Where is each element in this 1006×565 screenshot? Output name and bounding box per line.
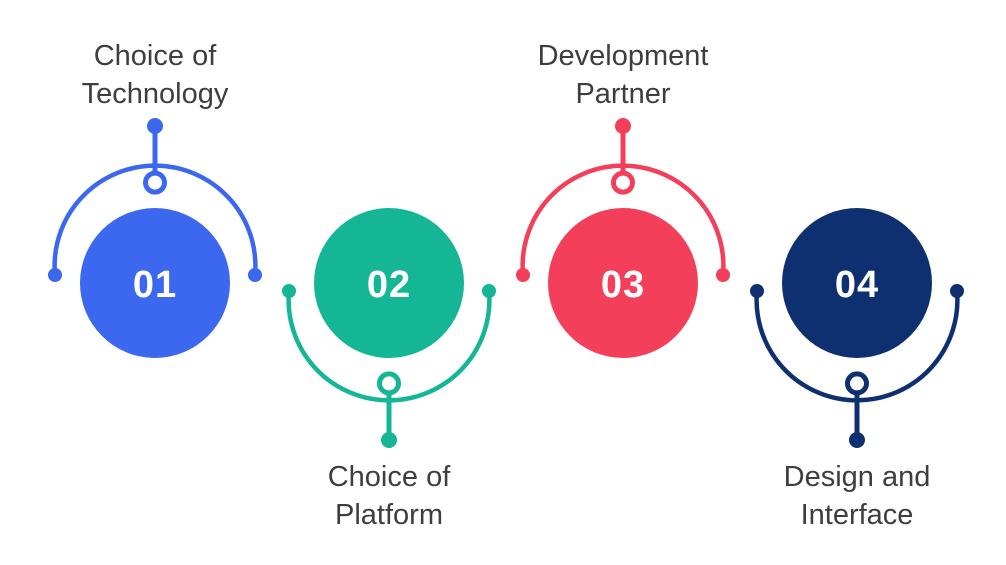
step-label-line-1: Choice of <box>93 40 217 72</box>
step-circle <box>80 208 230 358</box>
step-graphic: 04 <box>750 208 964 448</box>
stem-end-dot <box>615 118 631 134</box>
knob-ring-icon <box>377 371 401 396</box>
arc-endpoint-dot-left <box>516 268 530 282</box>
arc-endpoint-dot-left <box>48 268 62 282</box>
step-label-line-1: Development <box>537 40 709 72</box>
step-circle <box>548 208 698 358</box>
stem-end-dot <box>381 432 397 448</box>
step-label: Development Partner <box>508 37 738 113</box>
arc-endpoint-dot-right <box>248 268 262 282</box>
step-circle <box>782 208 932 358</box>
step-label-line-2: Platform <box>335 499 443 531</box>
process-step-3: 03 Development Partner <box>508 0 738 565</box>
step-number: 04 <box>835 264 879 306</box>
arc-endpoint-dot-right <box>950 284 964 298</box>
step-label-line-2: Technology <box>81 78 229 110</box>
step-number: 03 <box>601 264 645 306</box>
knob-ring-icon <box>611 170 635 195</box>
step-number: 02 <box>367 264 411 306</box>
stem-end-dot <box>147 118 163 134</box>
step-label: Design and Interface <box>742 458 972 534</box>
arc-endpoint-dot-right <box>716 268 730 282</box>
stem-end-dot <box>849 432 865 448</box>
process-step-1: 01 Choice of Technology <box>40 0 270 565</box>
step-graphic: 01 <box>48 118 262 358</box>
step-number: 01 <box>133 264 177 306</box>
arc-endpoint-dot-left <box>282 284 296 298</box>
knob-ring-icon <box>143 170 167 195</box>
step-graphic: 03 <box>516 118 730 358</box>
step-label: Choice of Platform <box>274 458 504 534</box>
arc-endpoint-dot-right <box>482 284 496 298</box>
step-label: Choice of Technology <box>40 37 270 113</box>
step-label-line-2: Partner <box>575 78 671 110</box>
step-circle <box>314 208 464 358</box>
step-label-line-1: Design and <box>783 461 931 493</box>
process-step-4: 04 Design and Interface <box>742 0 972 565</box>
process-step-2: 02 Choice of Platform <box>274 0 504 565</box>
arc-endpoint-dot-left <box>750 284 764 298</box>
step-graphic: 02 <box>282 208 496 448</box>
knob-ring-icon <box>845 371 869 396</box>
step-label-line-1: Choice of <box>327 461 451 493</box>
step-label-line-2: Interface <box>800 499 914 531</box>
